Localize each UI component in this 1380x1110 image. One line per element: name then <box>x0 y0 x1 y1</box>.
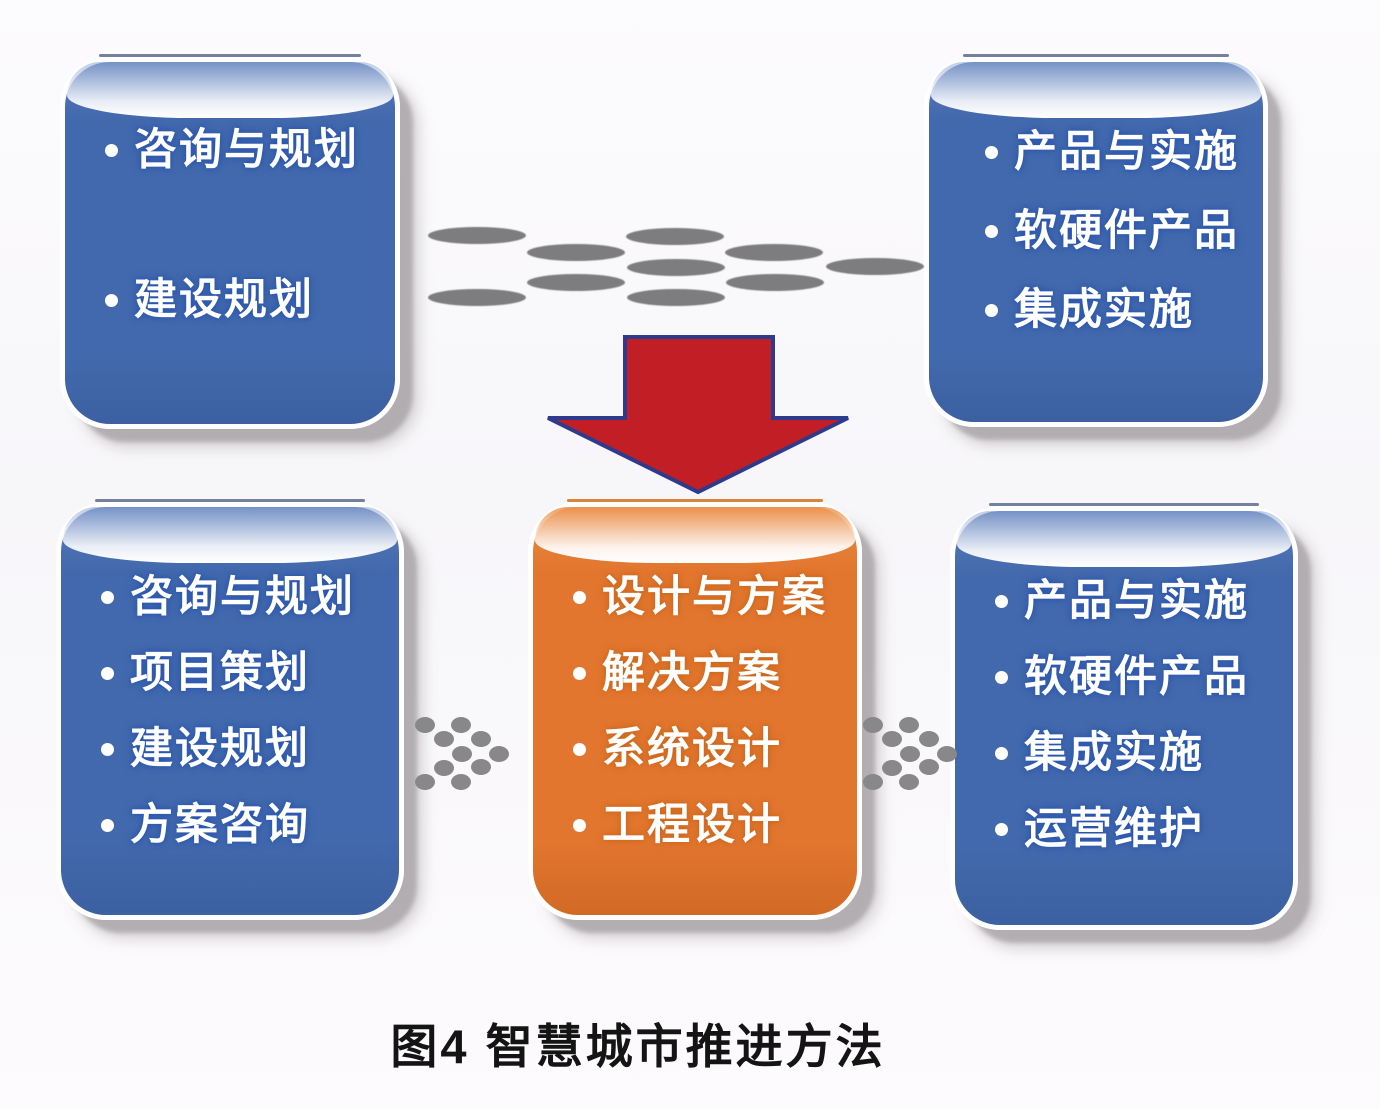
box-item-list: 产品与实施软硬件产品集成实施运营维护 <box>955 511 1293 853</box>
box-design-solution: 设计与方案解决方案系统设计工程设计 <box>528 499 862 920</box>
box-item-label: 解决方案 <box>602 649 782 697</box>
list-item: 工程设计 <box>573 801 847 849</box>
bullet-icon <box>105 293 118 307</box>
box-item-label: 工程设计 <box>602 801 782 849</box>
box-item-list: 咨询与规划建设规划 <box>65 62 395 324</box>
connector-dot <box>415 717 435 733</box>
connector-ellipse <box>826 258 924 275</box>
list-item: 建设规划 <box>101 725 389 773</box>
connector-ellipse <box>527 274 625 291</box>
box-item-label: 产品与实施 <box>1024 577 1249 625</box>
connector-dot <box>451 717 471 733</box>
list-item: 产品与实施 <box>995 577 1283 625</box>
list-item: 建设规划 <box>105 276 385 324</box>
connector-dot <box>452 746 472 762</box>
connector-dot <box>882 731 902 747</box>
connector-dot <box>919 731 939 747</box>
box-consulting-planning-bottom: 咨询与规划项目策划建设规划方案咨询 <box>56 499 404 920</box>
box-item-label: 软硬件产品 <box>1024 653 1249 701</box>
bullet-icon <box>573 742 586 756</box>
bullet-icon <box>985 303 998 317</box>
box-item-label: 集成实施 <box>1024 729 1204 777</box>
list-item: 方案咨询 <box>101 801 389 849</box>
box-item-label: 建设规划 <box>134 276 314 324</box>
bullet-icon <box>573 818 586 832</box>
box-item-label: 咨询与规划 <box>130 573 355 621</box>
box-item-label: 方案咨询 <box>130 801 310 849</box>
box-item-label: 咨询与规划 <box>134 126 359 174</box>
list-item: 系统设计 <box>573 725 847 773</box>
connector-ellipse <box>726 274 824 291</box>
connector-dot <box>451 774 471 790</box>
box-item-label: 软硬件产品 <box>1014 207 1239 255</box>
connector-ellipse <box>627 259 725 276</box>
box-item-label: 产品与实施 <box>1014 128 1239 176</box>
bullet-icon <box>985 145 998 159</box>
connector-dot <box>434 760 454 776</box>
connector-dot <box>434 731 454 747</box>
connector-dot <box>489 746 509 762</box>
list-item: 咨询与规划 <box>101 573 389 621</box>
box-item-list: 设计与方案解决方案系统设计工程设计 <box>533 507 857 849</box>
bullet-icon <box>101 742 114 756</box>
connector-dot <box>863 774 883 790</box>
box-product-implementation-top: 产品与实施软硬件产品集成实施 <box>924 54 1268 427</box>
list-item: 集成实施 <box>985 286 1253 334</box>
connector-ellipse <box>725 244 823 261</box>
list-item: 项目策划 <box>101 649 389 697</box>
dot-cluster-connector-left <box>415 717 511 792</box>
connector-dot <box>900 746 920 762</box>
bullet-icon <box>985 224 998 238</box>
connector-ellipse <box>626 228 724 245</box>
connector-ellipse <box>627 289 725 306</box>
connector-dot <box>937 746 957 762</box>
bullet-icon <box>995 822 1008 836</box>
list-item: 软硬件产品 <box>995 653 1283 701</box>
bullet-icon <box>573 666 586 680</box>
list-item: 软硬件产品 <box>985 207 1253 255</box>
bullet-icon <box>101 818 114 832</box>
bullet-icon <box>995 594 1008 608</box>
list-item: 集成实施 <box>995 729 1283 777</box>
connector-dot <box>471 731 491 747</box>
list-item: 咨询与规划 <box>105 126 385 174</box>
box-item-list: 咨询与规划项目策划建设规划方案咨询 <box>61 507 399 849</box>
box-product-implementation-bottom: 产品与实施软硬件产品集成实施运营维护 <box>950 503 1298 930</box>
connector-dot <box>899 717 919 733</box>
box-item-label: 系统设计 <box>602 725 782 773</box>
dot-cluster-connector-right <box>863 717 959 792</box>
connector-dot <box>415 774 435 790</box>
down-arrow-icon <box>547 335 849 495</box>
connector-ellipse <box>428 227 526 244</box>
connector-dot <box>919 759 939 775</box>
connector-dot <box>899 774 919 790</box>
list-item: 产品与实施 <box>985 128 1253 176</box>
connector-dot <box>863 717 883 733</box>
box-item-label: 项目策划 <box>130 649 310 697</box>
list-item: 设计与方案 <box>573 573 847 621</box>
connector-ellipse <box>428 289 526 306</box>
bullet-icon <box>101 590 114 604</box>
box-item-list: 产品与实施软硬件产品集成实施 <box>929 62 1263 334</box>
box-item-label: 集成实施 <box>1014 286 1194 334</box>
connector-dot <box>471 759 491 775</box>
list-item: 解决方案 <box>573 649 847 697</box>
bullet-icon <box>573 590 586 604</box>
connector-ellipse <box>527 244 625 261</box>
list-item: 运营维护 <box>995 805 1283 853</box>
bullet-icon <box>105 143 118 157</box>
bullet-icon <box>995 670 1008 684</box>
box-item-label: 运营维护 <box>1024 805 1204 853</box>
connector-dot <box>882 760 902 776</box>
box-consulting-planning-top: 咨询与规划建设规划 <box>60 54 400 429</box>
figure-caption: 图4 智慧城市推进方法 <box>390 1020 886 1073</box>
box-item-label: 设计与方案 <box>602 573 827 621</box>
box-item-label: 建设规划 <box>130 725 310 773</box>
bullet-icon <box>995 746 1008 760</box>
bullet-icon <box>101 666 114 680</box>
